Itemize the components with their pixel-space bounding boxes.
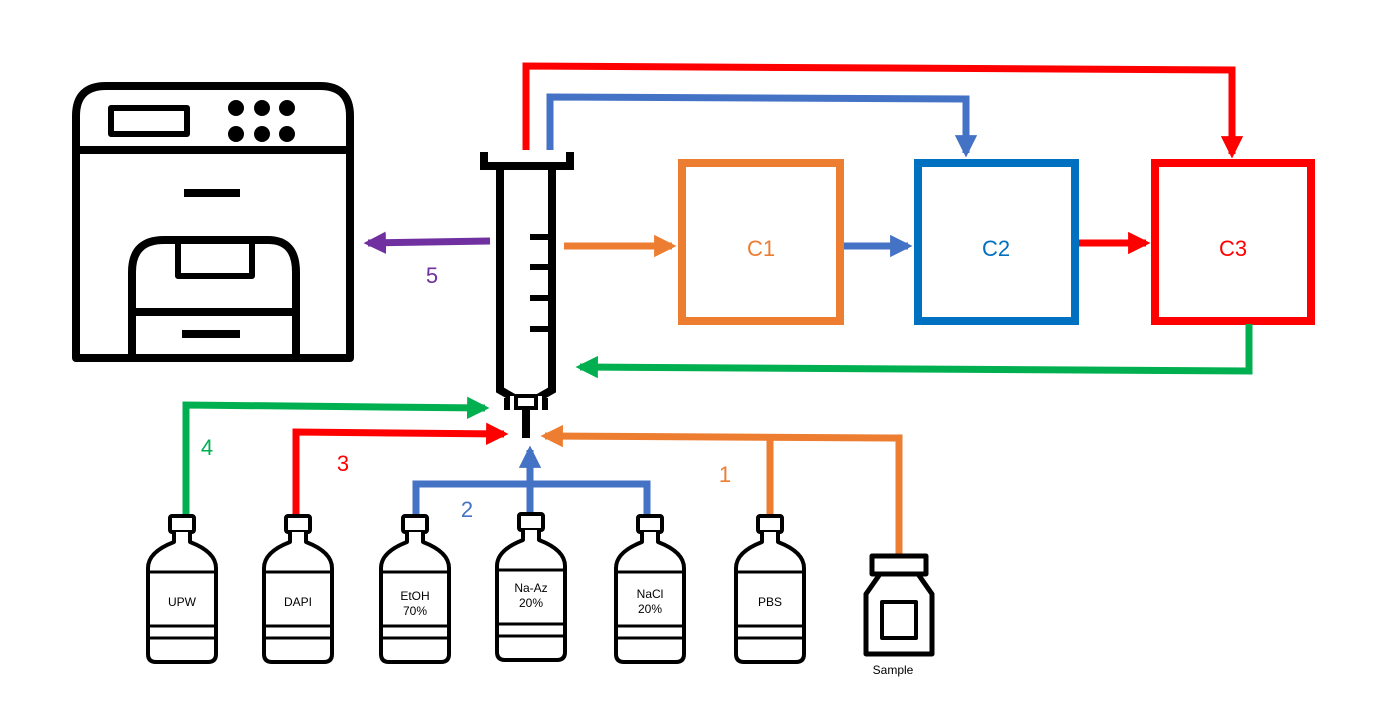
bottle-dapi-label: DAPI — [284, 595, 312, 609]
bottle-naaz: Na-Az 20% — [495, 512, 567, 662]
arrow-syringe-to-printer — [363, 231, 491, 254]
bottle-nacl-label-2: 20% — [638, 602, 662, 616]
bottle-pbs: PBS — [734, 514, 806, 664]
step-5-label: 5 — [426, 263, 438, 288]
arrow-syringe-to-c3-top — [522, 62, 1244, 159]
bottle-dapi: DAPI — [262, 514, 334, 664]
chamber-c3-label: C3 — [1219, 236, 1247, 261]
bottle-nacl-label-1: NaCl — [637, 587, 664, 601]
printer-buttons — [228, 100, 295, 142]
line-upw-to-syringe — [182, 396, 490, 514]
bottle-pbs-label: PBS — [758, 595, 782, 609]
bottle-icon — [734, 514, 806, 664]
step-2-label: 2 — [461, 497, 473, 522]
step-4-label: 4 — [201, 435, 213, 460]
bottle-etoh-label-2: 70% — [403, 604, 427, 618]
bottle-upw: UPW — [146, 514, 218, 664]
chamber-c3 — [1151, 159, 1315, 325]
arrow-c3-to-syringe — [575, 324, 1253, 379]
bottle-naaz-label-1: Na-Az — [514, 581, 547, 595]
arrow-syringe-to-c2-top — [546, 93, 978, 158]
bottle-naaz-label-2: 20% — [519, 596, 543, 610]
bottle-upw-label: UPW — [168, 595, 197, 609]
chamber-c2 — [914, 159, 1079, 325]
printer-icon — [72, 82, 354, 362]
line-dapi-to-syringe — [292, 422, 509, 514]
chamber-c1-label: C1 — [747, 236, 775, 261]
chamber-c2-label: C2 — [982, 236, 1010, 261]
syringe-luer — [514, 394, 538, 410]
chamber-c1 — [678, 159, 844, 325]
bottle-etoh-label-1: EtOH — [400, 589, 429, 603]
bottle-etoh: EtOH 70% — [379, 514, 451, 664]
step-1-label: 1 — [719, 462, 731, 487]
sample-jar-icon — [863, 553, 935, 657]
bottle-icon — [262, 514, 334, 664]
line-orange-to-syringe — [540, 424, 903, 555]
bottle-nacl: NaCl 20% — [614, 514, 686, 664]
sample-label: Sample — [873, 663, 914, 677]
bottle-icon — [146, 514, 218, 664]
step-3-label: 3 — [337, 451, 349, 476]
